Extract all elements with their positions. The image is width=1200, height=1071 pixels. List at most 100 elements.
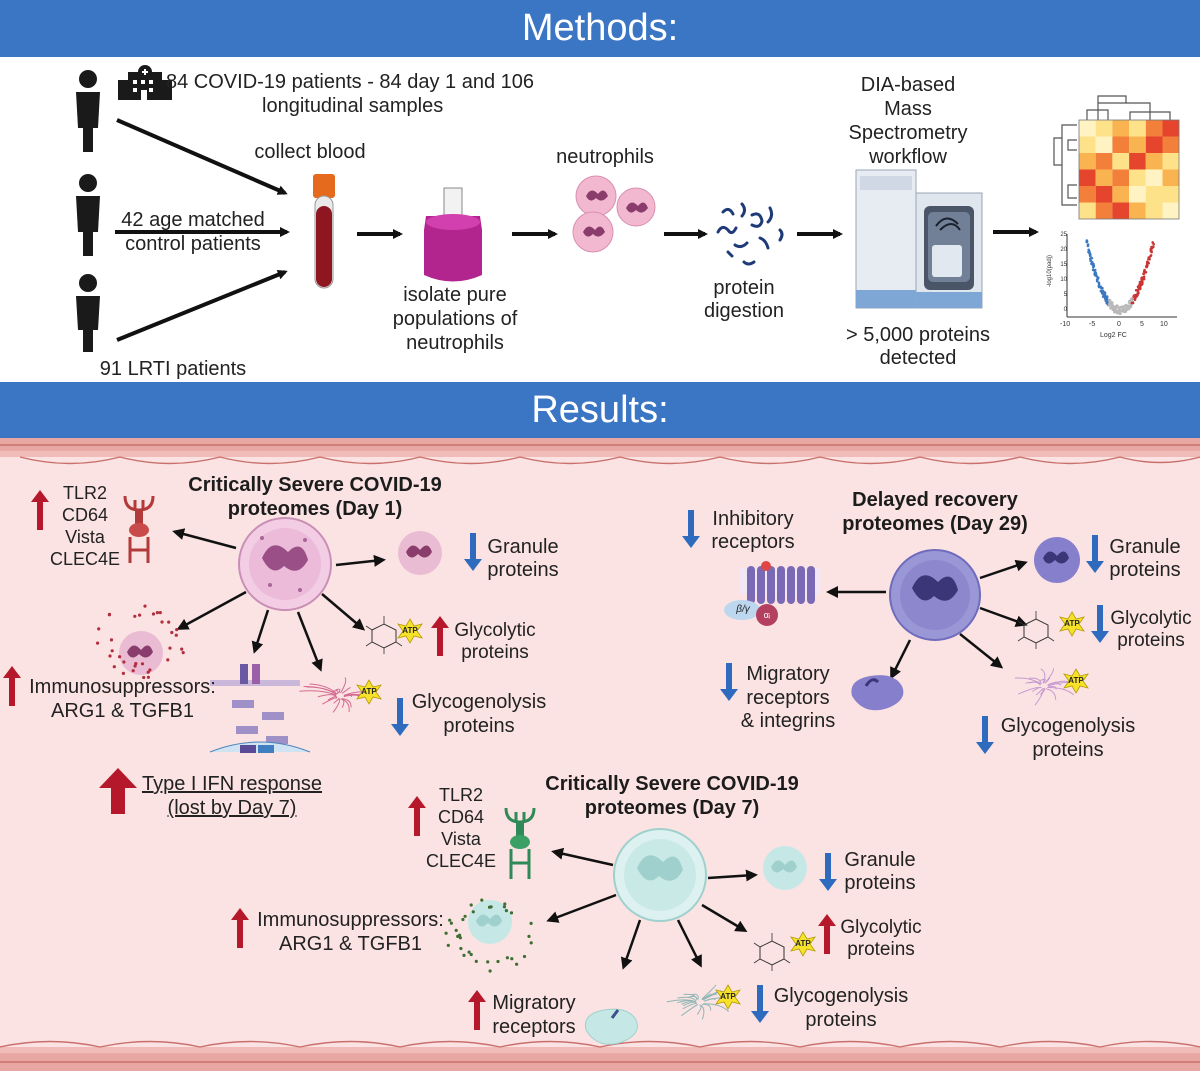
isolate-label-line3: neutrophils	[406, 332, 504, 354]
down-arrow-icon	[464, 533, 482, 571]
arrow-covid-to-blood	[116, 118, 288, 195]
cytokine-dot	[174, 633, 178, 637]
glycogen-branch	[701, 984, 717, 1000]
volcano-point	[1146, 260, 1149, 264]
cytokine-dot	[170, 630, 174, 635]
volcano-point	[1149, 247, 1153, 251]
heatmap-cell	[1095, 120, 1113, 137]
volcano-point	[1152, 245, 1155, 249]
volcano-point	[1114, 310, 1118, 313]
volcano-point	[1122, 309, 1125, 313]
heatmap-cell	[1095, 169, 1113, 186]
glycogen-branch	[1047, 686, 1075, 696]
day7-arrow-immuno	[546, 893, 617, 923]
cytokine-dot	[458, 933, 462, 937]
volcano-ytick: 0	[1063, 307, 1067, 313]
volcano-point	[1140, 280, 1144, 284]
glycogen-branch	[322, 697, 338, 705]
day29-migratory-line1: Migratory	[746, 663, 830, 685]
volcano-point	[1145, 264, 1149, 268]
cytokine-dot	[112, 665, 116, 669]
day29-glycogenolysis-line1: Glycogenolysis	[1000, 715, 1136, 737]
cytokine-dot	[471, 910, 475, 914]
day7-glycolytic-line1: Glycolytic	[840, 917, 922, 938]
up-arrow-icon	[31, 490, 49, 530]
volcano-point	[1152, 243, 1155, 246]
day1-arrow-glycolytic	[321, 593, 366, 631]
day29-inhibitory-line1: Inhibitory	[712, 508, 794, 530]
glycogen-branch	[331, 690, 339, 695]
heatmap-cell	[1162, 153, 1180, 170]
cytokine-dot	[131, 669, 135, 673]
methods-banner: Methods:	[0, 0, 1200, 57]
isolate-label-line1: isolate pure	[403, 284, 507, 306]
day1-receptor-tlr2: TLR2	[62, 483, 107, 503]
cytokine-dot	[509, 911, 514, 915]
gprotein-beta-gamma-label: β/γ	[736, 604, 750, 615]
covid-patients-label: 84 COVID-19 patients - 84 day 1 and 106	[166, 71, 535, 93]
glycogen-branch	[1045, 688, 1057, 700]
heatmap-cell	[1145, 120, 1163, 137]
cytokine-dot	[146, 675, 150, 679]
volcano-point	[1120, 305, 1124, 309]
up-arrow-icon	[3, 666, 21, 706]
day7-glycolytic-line2: proteins	[847, 939, 915, 960]
results-title: Results:	[531, 389, 669, 431]
day29-title-line2: proteomes (Day 29)	[842, 513, 1028, 535]
day7-neutrophil-icon	[613, 828, 707, 922]
glycogen-branch	[702, 993, 712, 1001]
day7-title-line1: Critically Severe COVID-19	[545, 773, 799, 795]
isolation-column-icon	[424, 187, 482, 282]
glycogen-branch	[702, 1003, 712, 1011]
day1-glycogenolysis-line1: Glycogenolysis	[411, 691, 547, 713]
heatmap-cell	[1095, 136, 1113, 153]
day29-granule-cell-icon	[1034, 537, 1080, 583]
day7-migratory-line2: receptors	[492, 1016, 576, 1038]
glycogen-branch	[700, 1004, 705, 1020]
glycogen-branch	[303, 686, 337, 696]
volcano-point	[1133, 297, 1137, 301]
day29-granule-line1: Granule	[1109, 536, 1181, 558]
collect-blood-label: collect blood	[254, 141, 366, 163]
cytokine-dot	[480, 898, 484, 902]
day7-receptor-tlr2: TLR2	[438, 785, 483, 805]
glycogen-branch	[1034, 688, 1044, 706]
cytokine-dot	[502, 905, 506, 909]
day7-receptor-icon	[504, 807, 536, 879]
volcano-point	[1100, 287, 1104, 290]
cytokine-dot	[496, 959, 500, 964]
digestion-label-line1: protein	[713, 277, 775, 299]
day29-glycogenolysis-line2: proteins	[1032, 739, 1104, 761]
blood-tube-icon	[313, 174, 335, 289]
glycogen-branch	[1017, 687, 1041, 695]
detected-label-line1: > 5,000 proteins	[846, 324, 990, 346]
up-arrow-icon	[818, 914, 836, 954]
day29-arrow-migratory	[890, 639, 912, 680]
cytokine-dot	[142, 675, 146, 680]
glycogen-branch	[341, 698, 352, 708]
heatmap-cell	[1112, 186, 1130, 203]
glycogen-branch	[299, 690, 337, 696]
cytokine-dot	[122, 660, 126, 664]
volcano-point	[1104, 296, 1108, 299]
volcano-point	[1124, 309, 1128, 313]
detected-label-line2: detected	[879, 347, 957, 369]
volcano-point	[1097, 281, 1101, 285]
volcano-point	[1128, 301, 1131, 305]
glycogen-branch	[1040, 668, 1046, 684]
glycogen-branch	[691, 993, 699, 1000]
heatmap-icon	[1053, 95, 1180, 220]
day1-title-line1: Critically Severe COVID-19	[188, 474, 442, 496]
volcano-point	[1119, 312, 1122, 316]
day7-arrow-receptors	[551, 847, 614, 867]
volcano-xtick: -5	[1089, 321, 1096, 328]
cytokine-dot	[168, 646, 172, 650]
day1-glycogen-icon	[299, 677, 376, 713]
down-arrow-icon	[391, 698, 409, 736]
volcano-point	[1137, 284, 1141, 287]
down-arrow-icon	[751, 985, 769, 1023]
heatmap-cell	[1145, 186, 1163, 203]
cytokine-dot	[469, 952, 473, 957]
gprotein-alpha-label: αᵢ	[763, 610, 771, 620]
volcano-ytick: 10	[1060, 277, 1067, 283]
